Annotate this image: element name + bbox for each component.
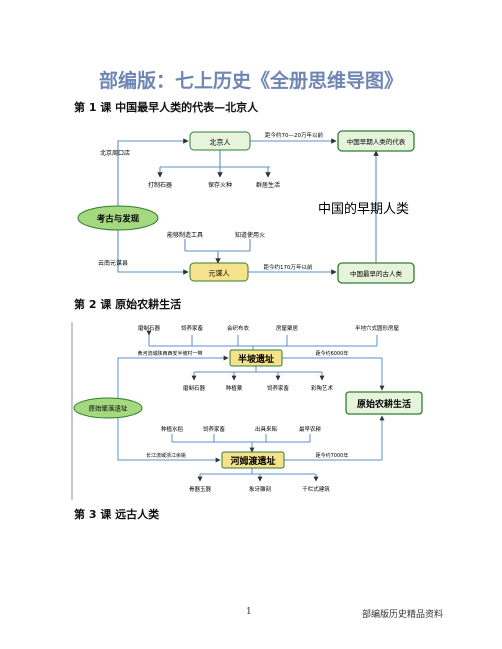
- banpo-time: 距今约6000年: [316, 350, 349, 357]
- hemudu-location: 长江流域浙江余姚: [146, 452, 186, 459]
- archaeology-label: 考古与发现: [97, 214, 140, 225]
- banpo-location: 黄河流域陕西西安半坡村一带: [137, 350, 202, 357]
- lesson-2-mindmap: 磨制石器 饲养家畜 会织布衣 房屋聚居 半地穴式圆形房屋 半坡遗址 黄河流域陕西…: [71, 322, 423, 500]
- settlement-oval: [73, 397, 143, 419]
- leaf-group-life: 群居生活: [256, 181, 280, 189]
- top-leaf-4: 房屋聚居: [276, 324, 299, 332]
- bottom-leaf-1: 骨器玉器: [189, 486, 212, 493]
- yuanmou-time-label: 距今约170万年以前: [264, 263, 313, 271]
- archaeology-oval: [77, 205, 159, 231]
- hemudu-leaf-4: 最早农耕: [299, 425, 322, 433]
- hemudu-time: 距今约7000年: [316, 452, 349, 459]
- banpo-leaf-4: 彩陶艺术: [311, 384, 334, 392]
- farming-life-box: [345, 391, 423, 415]
- settlement-label: 原始聚落遗址: [89, 404, 129, 413]
- leaf-stone-tools: 打制石器: [148, 181, 172, 189]
- top-leaf-3: 会织布衣: [227, 324, 250, 332]
- leaf-keep-fire: 保存火种: [208, 181, 232, 189]
- zhoukoudian-label: 北京周口店: [100, 149, 130, 157]
- lesson-1-mindmap: 北京人 中国早期人类的代表 距今约70—20万年以前 北京周口店 打制石器 保存…: [77, 130, 415, 284]
- bottom-leaf-2: 象牙雕刻: [249, 485, 272, 493]
- early-rep-label: 中国早期人类的代表: [347, 137, 406, 146]
- earliest-label: 中国最早的古人类: [350, 269, 403, 278]
- yuanmou-box: [189, 262, 249, 282]
- hemudu-leaf-1: 种植水稻: [161, 425, 184, 433]
- farming-life-label: 原始农耕生活: [357, 398, 411, 410]
- peking-man-label: 北京人: [210, 138, 231, 147]
- banpo-label: 半坡遗址: [238, 353, 274, 365]
- hemudu-leaf-3: 出具来耜: [255, 425, 278, 433]
- lesson-3-heading: 第 3 课 远古人类: [74, 508, 160, 521]
- lesson-2-heading: 第 2 课 原始农耕生活: [74, 298, 182, 311]
- top-leaf-5: 半地穴式圆形房屋: [355, 324, 400, 332]
- banpo-leaf-2: 种植粟: [226, 384, 243, 392]
- top-leaf-1: 磨制石器: [138, 324, 161, 332]
- hemudu-label: 河姆渡遗址: [230, 455, 275, 467]
- page-title: 部编版：七上历史《全册思维导图》: [98, 70, 403, 92]
- bottom-leaf-3: 干栏式建筑: [302, 485, 330, 493]
- earliest-box: [337, 262, 415, 284]
- peking-time-label: 距今约70—20万年以前: [265, 131, 323, 139]
- banpo-leaf-3: 饲养家畜: [267, 384, 290, 392]
- page-number: 1: [246, 607, 252, 617]
- early-humans-title: 中国的早期人类: [318, 201, 409, 217]
- lesson-1-heading: 第 1 课 中国最早人类的代表—北京人: [74, 101, 259, 114]
- early-rep-box: [337, 130, 415, 152]
- top-leaf-2: 饲养家畜: [181, 324, 204, 332]
- leaf-make-tools: 能够制造工具: [167, 231, 203, 239]
- peking-man-box: [189, 131, 251, 151]
- hemudu-leaf-2: 饲养家畜: [203, 425, 226, 433]
- footer-source: 部编版历史精品资料: [362, 610, 444, 620]
- hemudu-box: [221, 451, 285, 469]
- yuanmou-label: 元谋人: [209, 269, 230, 278]
- banpo-leaf-1: 磨制石器: [183, 384, 206, 392]
- yuanmou-place-label: 云南元谋县: [98, 259, 128, 267]
- leaf-use-fire: 知道使用火: [235, 231, 265, 239]
- banpo-box: [229, 349, 283, 367]
